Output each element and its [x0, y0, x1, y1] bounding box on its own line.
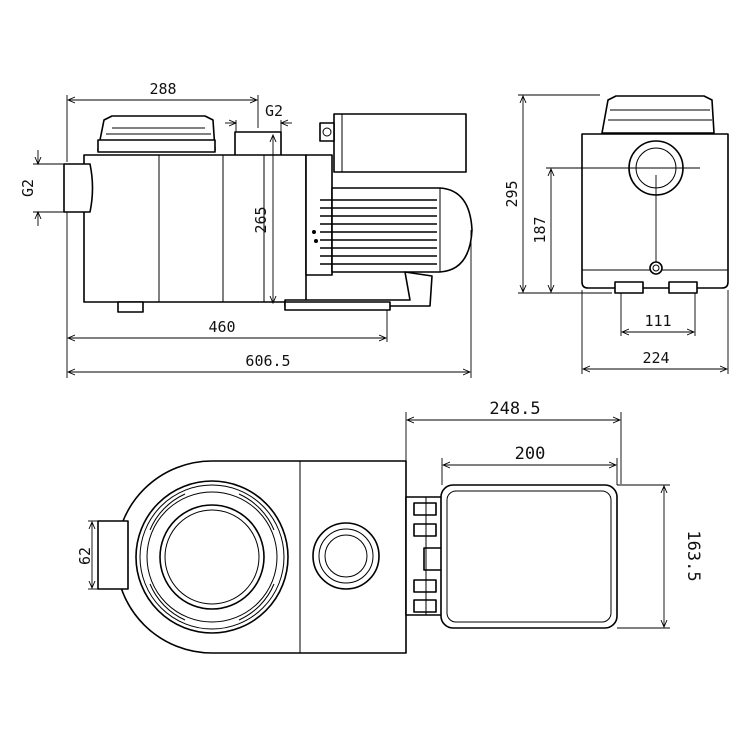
motor-flange — [305, 154, 333, 276]
dim-187-label: 187 — [531, 216, 549, 243]
dim-224-label: 224 — [642, 349, 669, 367]
pump-body — [83, 154, 307, 303]
top-inlet-pipe — [97, 520, 129, 590]
dim-460-label: 460 — [208, 318, 235, 336]
motor-stand — [284, 271, 433, 307]
inlet-pipe — [63, 163, 94, 213]
side-lid — [601, 95, 715, 134]
top-view: 248.5 200 163.5 62 — [76, 399, 703, 654]
side-body — [581, 133, 729, 289]
outlet-pipe — [234, 131, 282, 157]
motor — [312, 187, 473, 273]
side-view: 295 187 111 224 — [503, 94, 729, 374]
side-foot-right — [668, 281, 698, 294]
dim-200-label: 200 — [515, 444, 546, 464]
top-outlet-port — [312, 522, 380, 590]
dim-295-label: 295 — [503, 180, 521, 207]
dim-163-label: 163.5 — [683, 530, 703, 581]
dim-248-label: 248.5 — [489, 399, 540, 419]
dim-288-label: 288 — [149, 80, 176, 98]
drive-box — [319, 113, 467, 173]
top-flange — [405, 496, 445, 616]
strainer-ring-inner — [159, 504, 265, 610]
dim-606-label: 606.5 — [245, 352, 290, 370]
dim-265-label: 265 — [252, 206, 270, 233]
drain-plug — [649, 261, 663, 275]
dim-62-label: 62 — [76, 547, 94, 565]
front-view: 288 G2 G2 265 460 606.5 — [19, 80, 473, 378]
dim-outlet-label: G2 — [265, 102, 283, 120]
side-foot-left — [614, 281, 644, 294]
dim-inlet-label: G2 — [19, 179, 37, 197]
dim-111-label: 111 — [644, 312, 671, 330]
top-motor-box — [440, 484, 618, 629]
body-foot — [117, 301, 144, 313]
strainer-lid — [97, 115, 216, 153]
base-plate — [284, 301, 391, 311]
